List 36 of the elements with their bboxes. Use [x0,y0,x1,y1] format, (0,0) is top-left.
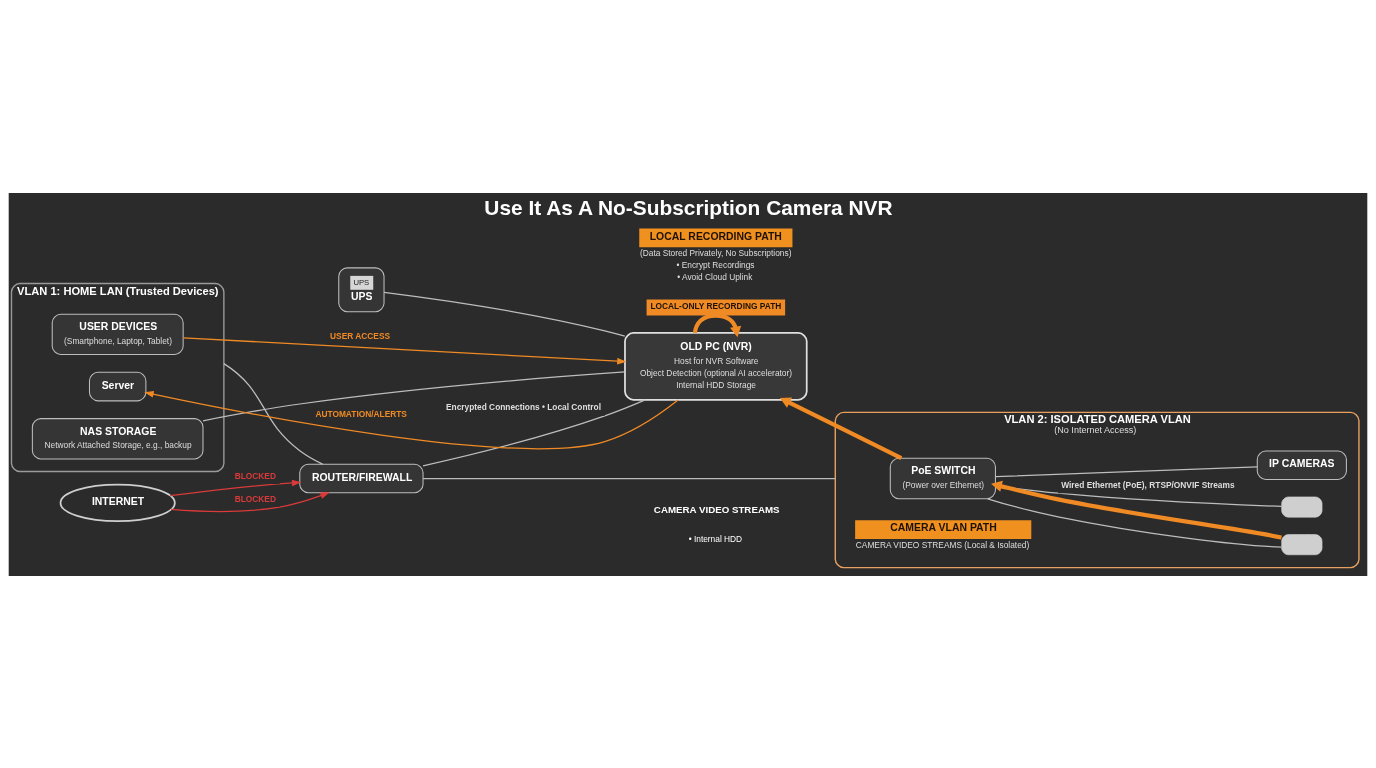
edge-label: AUTOMATION/ALERTS [315,408,407,419]
node-label: • Avoid Cloud Uplink [677,271,753,282]
node-box: Server [88,371,147,401]
node-ellipse: INTERNET [59,483,176,522]
node-box: OLD PC (NVR) Host for NVR Software Object Detection (optional AI accelerator) Internal HDD Storage [624,331,808,401]
connector [987,497,1283,548]
edge-label: USER ACCESS [330,330,391,341]
arrow [779,397,903,460]
node-label: • Encrypt Recordings [676,259,755,270]
node-box: NAS STORAGE Network Attached Storage, e.g., backup [31,417,204,460]
edge-label: BLOCKED [234,470,276,481]
node-label: (Data Stored Privately, No Subscriptions) [639,247,792,258]
arrow [182,336,627,364]
node-label: CAMERA VIDEO STREAMS (Local & Isolated) [855,539,1030,550]
node-box: USER DEVICES (Smartphone, Laptop, Tablet) [51,313,184,355]
node-box [1281,533,1323,555]
arrow [144,390,679,449]
node-box: CAMERA VLAN PATH [855,519,1032,539]
edge-label: Encrypted Connections • Local Control [446,401,601,412]
connector [994,465,1258,477]
connector [223,362,324,465]
connector [422,477,836,479]
node-box: LOCAL RECORDING PATH [639,228,793,247]
arrow [169,479,302,496]
node-box [1281,496,1323,517]
edge-label: BLOCKED [234,493,276,504]
node-box: PoE SWITCH (Power over Ethernet) [889,457,996,499]
node-box: UPS UPS [338,266,385,312]
label: CAMERA VIDEO STREAMS [653,503,780,515]
diagram-title: Use It As A No-Subscription Camera NVR [484,195,893,219]
node-box: IP CAMERAS [1256,450,1347,480]
node-box: ROUTER/FIREWALL [299,463,424,493]
edge-label: LOCAL-ONLY RECORDING PATH [650,300,782,311]
connector [383,291,626,337]
label: • Internal HDD [688,533,743,544]
edge-label: Wired Ethernet (PoE), RTSP/ONVIF Streams [1061,479,1235,490]
